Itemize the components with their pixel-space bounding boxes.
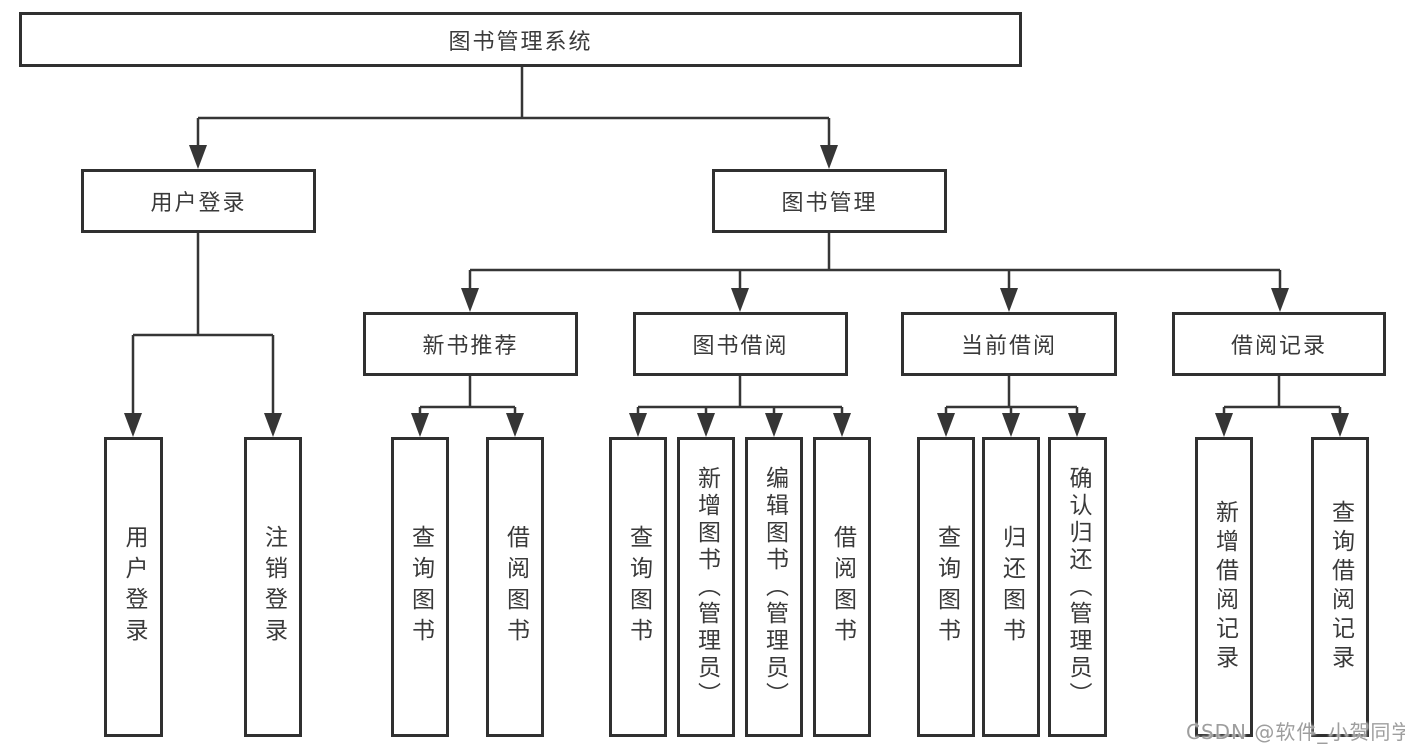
leaf-logout-label: 注销登录 bbox=[260, 525, 287, 649]
leaf-borrow-books-recommend: 借阅图书 bbox=[486, 437, 544, 737]
leaf-query-books-recommend-label: 查询图书 bbox=[407, 525, 434, 649]
leaf-query-books-current-label: 查询图书 bbox=[933, 525, 960, 649]
node-borrow-records-label: 借阅记录 bbox=[1230, 334, 1327, 359]
leaf-add-book-admin: 新增图书（管理员） bbox=[677, 437, 735, 737]
leaf-user-login-label: 用户登录 bbox=[121, 525, 147, 649]
node-book-management-label: 图书管理 bbox=[781, 191, 878, 216]
node-borrow-records: 借阅记录 bbox=[1172, 312, 1386, 376]
node-user-login: 用户登录 bbox=[81, 169, 316, 233]
leaf-query-books-current: 查询图书 bbox=[917, 437, 975, 737]
leaf-confirm-return-admin-label: 确认归还（管理员） bbox=[1065, 465, 1091, 709]
node-root: 图书管理系统 bbox=[19, 12, 1022, 67]
leaf-query-books-borrow: 查询图书 bbox=[609, 437, 667, 737]
node-book-borrow: 图书借阅 bbox=[633, 312, 848, 376]
leaf-borrow-books-borrow-label: 借阅图书 bbox=[829, 525, 856, 649]
leaf-edit-book-admin-label: 编辑图书（管理员） bbox=[761, 465, 788, 709]
leaf-confirm-return-admin: 确认归还（管理员） bbox=[1048, 437, 1107, 737]
leaf-return-book: 归还图书 bbox=[982, 437, 1040, 737]
leaf-edit-book-admin: 编辑图书（管理员） bbox=[745, 437, 803, 737]
leaf-add-borrow-record-label: 新增借阅记录 bbox=[1211, 500, 1238, 674]
leaf-query-books-borrow-label: 查询图书 bbox=[625, 525, 652, 649]
connector-paths bbox=[131, 67, 1342, 420]
node-current-borrow: 当前借阅 bbox=[901, 312, 1117, 376]
watermark-text: CSDN @软件_小贺同学 bbox=[1186, 720, 1405, 744]
node-book-management: 图书管理 bbox=[712, 169, 947, 233]
arrowheads bbox=[124, 145, 1349, 437]
leaf-logout: 注销登录 bbox=[244, 437, 302, 737]
leaf-borrow-books-borrow: 借阅图书 bbox=[813, 437, 871, 737]
leaf-borrow-books-recommend-label: 借阅图书 bbox=[502, 525, 529, 649]
node-new-book-recommend: 新书推荐 bbox=[363, 312, 578, 376]
node-user-login-label: 用户登录 bbox=[150, 191, 247, 216]
node-book-borrow-label: 图书借阅 bbox=[692, 334, 789, 359]
node-current-borrow-label: 当前借阅 bbox=[960, 334, 1057, 359]
leaf-add-borrow-record: 新增借阅记录 bbox=[1195, 437, 1253, 737]
leaf-query-borrow-record: 查询借阅记录 bbox=[1311, 437, 1369, 737]
leaf-query-books-recommend: 查询图书 bbox=[391, 437, 449, 737]
leaf-user-login: 用户登录 bbox=[104, 437, 163, 737]
leaf-add-book-admin-label: 新增图书（管理员） bbox=[693, 465, 720, 709]
leaf-query-borrow-record-label: 查询借阅记录 bbox=[1327, 500, 1354, 674]
node-new-book-recommend-label: 新书推荐 bbox=[422, 334, 519, 359]
node-root-label: 图书管理系统 bbox=[448, 29, 593, 55]
leaf-return-book-label: 归还图书 bbox=[998, 525, 1025, 649]
